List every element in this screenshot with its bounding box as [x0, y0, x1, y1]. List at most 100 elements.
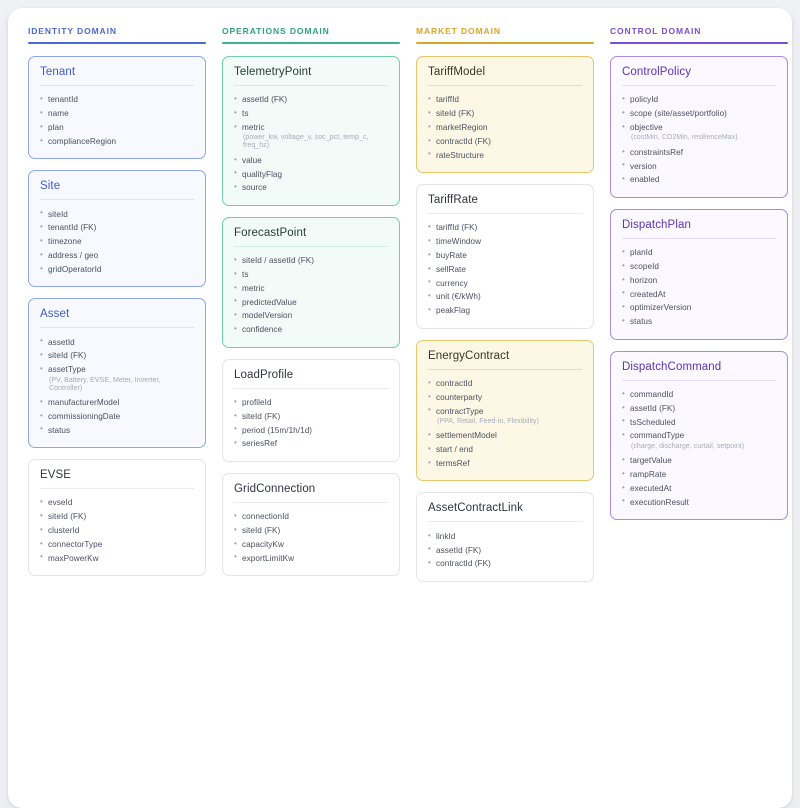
entity-card[interactable]: EnergyContract contractIdcounterpartycont… [416, 339, 594, 482]
entity-field: rateStructure [428, 148, 582, 162]
entity-name: EVSE [40, 469, 194, 490]
entity-field: clusterId [40, 524, 194, 538]
entity-field: gridOperatorId [40, 262, 194, 276]
entity-field: termsRef [428, 457, 582, 471]
entity-card[interactable]: GridConnection connectionIdsiteId (FK)cap… [222, 472, 400, 577]
entity-card[interactable]: LoadProfile profileIdsiteId (FK)period (1… [222, 358, 400, 462]
entity-field: tariffId [428, 93, 582, 107]
entity-field: policyId [622, 93, 776, 107]
entity-field-list: siteIdtenantId (FK)timezoneaddress / geo… [40, 207, 194, 276]
entity-field: confidence [234, 323, 388, 337]
entity-card[interactable]: AssetContractLink linkIdassetId (FK)contr… [416, 492, 594, 582]
entity-field: contractId [428, 377, 582, 391]
entity-field-list: commandIdassetId (FK)tsScheduledcommandT… [622, 388, 776, 509]
entity-field: complianceRegion [40, 134, 194, 148]
domain-title-control: CONTROL DOMAIN [610, 26, 702, 36]
entity-card[interactable]: ControlPolicypolicyIdscope (site/asset/p… [610, 56, 788, 198]
entity-card[interactable]: ForecastPointsiteId / assetId (FK)tsmetr… [222, 216, 400, 348]
entity-field: contractId (FK) [428, 557, 582, 571]
domain-title-operations: OPERATIONS DOMAIN [222, 26, 330, 36]
entity-field: metric [234, 281, 388, 295]
entity-card[interactable]: AssetassetIdsiteId (FK)assetType(PV, Bat… [28, 298, 206, 449]
entity-field: timezone [40, 235, 194, 249]
entity-field-list: tariffIdsiteId (FK)marketRegioncontractI… [428, 93, 582, 162]
entity-name: Site [40, 180, 194, 201]
entity-field: status [622, 315, 776, 329]
entity-field: counterparty [428, 390, 582, 404]
entity-field: commandType [622, 429, 776, 443]
entity-card[interactable]: DispatchPlanplanIdscopeIdhorizoncreatedA… [610, 208, 788, 340]
entity-name: AssetContractLink [428, 502, 582, 523]
entity-field: siteId (FK) [40, 349, 194, 363]
entity-field: plan [40, 121, 194, 135]
entity-field: assetId (FK) [622, 401, 776, 415]
entity-field-note: (charge, discharge, curtail, setpoint) [631, 442, 745, 450]
entity-field-list: evseIdsiteId (FK)clusterIdconnectorTypem… [40, 496, 194, 565]
entity-field: marketRegion [428, 121, 582, 135]
entity-field: optimizerVersion [622, 301, 776, 315]
entity-field-list: contractIdcounterpartycontractType(PPA, … [428, 377, 582, 471]
entity-field: objective [622, 121, 776, 135]
entity-field: manufacturerModel [40, 396, 194, 410]
entity-field: exportLimitKw [234, 551, 388, 565]
entity-field-note: (PV, Battery, EVSE, Meter, Inverter, Con… [49, 376, 161, 392]
entity-name: EnergyContract [428, 350, 582, 370]
domain-column-operations: OPERATIONS DOMAIN TelemetryPoint assetId (… [222, 26, 400, 587]
entity-field: assetType [40, 363, 194, 377]
entity-field: capacityKw [234, 537, 388, 551]
entity-name: LoadProfile [234, 369, 388, 389]
entity-field: siteId [40, 207, 194, 221]
entity-card[interactable]: TariffModel tariffIdsiteId (FK)marketRegi… [416, 56, 594, 173]
entity-field: address / geo [40, 249, 194, 263]
entity-field-list: tenantIdnameplancomplianceRegion [40, 93, 194, 148]
entity-field: value [234, 153, 388, 167]
domain-rule-market [416, 42, 594, 44]
entity-field: start / end [428, 443, 582, 457]
entity-field: status [40, 423, 194, 437]
entity-field: name [40, 107, 194, 121]
entity-field: scopeId [622, 260, 776, 274]
entity-field: executionResult [622, 495, 776, 509]
entity-name: GridConnection [234, 483, 388, 503]
entity-field: commissioningDate [40, 409, 194, 423]
entity-field: planId [622, 246, 776, 260]
entity-card[interactable]: DispatchCommandcommandIdassetId (FK)tsSc… [610, 350, 788, 521]
entity-field: tenantId (FK) [40, 221, 194, 235]
entity-field: modelVersion [234, 309, 388, 323]
entity-field: tariffId (FK) [428, 221, 582, 235]
entity-field: tenantId [40, 93, 194, 107]
entity-field: unit (€/kWh) [428, 290, 582, 304]
entity-field: contractType [428, 404, 582, 418]
entity-name: TariffModel [428, 66, 582, 86]
entity-card[interactable]: EVSE evseIdsiteId (FK)clusterIdconnectorT… [28, 459, 206, 577]
entity-field-list: profileIdsiteId (FK)period (15m/1h/1d)se… [234, 396, 388, 451]
entity-field: enabled [622, 173, 776, 187]
entity-field: timeWindow [428, 235, 582, 249]
entity-field-note: (costMin, CO2Min, resilienceMax) [631, 134, 738, 142]
entity-name: TelemetryPoint [234, 66, 388, 86]
entity-field: connectorType [40, 537, 194, 551]
entity-field: siteId (FK) [428, 107, 582, 121]
entity-field: constraintsRef [622, 145, 776, 159]
domain-title-market: MARKET DOMAIN [416, 26, 501, 36]
entity-name: TariffRate [428, 194, 582, 214]
entity-field: contractId (FK) [428, 134, 582, 148]
entity-card[interactable]: Tenant tenantIdnameplancomplianceRegion [28, 56, 206, 160]
entity-field: evseId [40, 496, 194, 510]
entity-card[interactable]: Site siteIdtenantId (FK)timezoneaddress /… [28, 170, 206, 288]
entity-card[interactable]: TariffRatetariffId (FK)timeWindowbuyRate… [416, 183, 594, 329]
domain-columns: IDENTITY DOMAINTenanttenantIdnameplancom… [28, 26, 788, 593]
domain-title-identity: IDENTITY DOMAIN [28, 26, 117, 36]
entity-field: assetId (FK) [234, 93, 388, 107]
entity-field: period (15m/1h/1d) [234, 423, 388, 437]
entity-field: executedAt [622, 481, 776, 495]
domain-column-identity: IDENTITY DOMAINTenanttenantIdnameplancom… [28, 26, 206, 587]
diagram-canvas: IDENTITY DOMAINTenanttenantIdnameplancom… [8, 8, 792, 808]
entity-field-list: connectionIdsiteId (FK)capacityKwexportL… [234, 510, 388, 565]
entity-name: ControlPolicy [622, 66, 776, 86]
entity-field-list: linkIdassetId (FK)contractId (FK) [428, 529, 582, 570]
entity-card[interactable]: TelemetryPointassetId (FK)tsmetric(power… [222, 56, 400, 206]
entity-field: connectionId [234, 510, 388, 524]
entity-name: Tenant [40, 66, 194, 86]
entity-name: ForecastPoint [234, 227, 388, 247]
